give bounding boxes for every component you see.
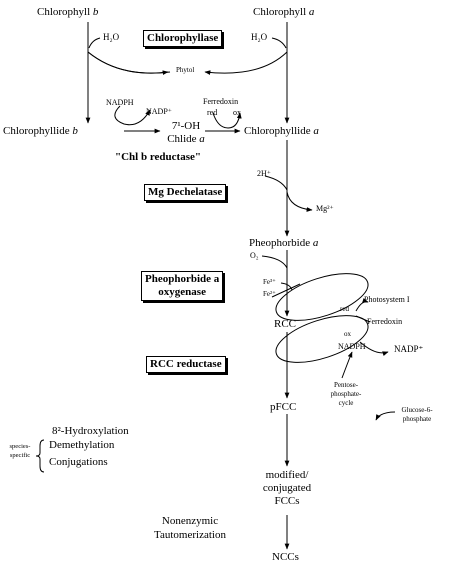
hydroxy-chlide-a-label: 7¹-OH Chlide a [167,120,205,145]
arrow-photosystem [355,298,369,312]
h2o-left-label: H₂O [103,32,120,42]
enzyme-chlorophyllase: Chlorophyllase [143,30,223,47]
pfcc-label: pFCC [270,401,297,413]
arrow-ferredoxin-curl [212,112,242,129]
phytol-label: Phytol [176,66,195,74]
chlorophyll-a-label: Chlorophyll a [253,6,315,18]
two-h-label: 2H⁺ [257,169,271,178]
chlorophyll-b-label: Chlorophyll b [37,6,99,18]
arrow-o2-in [261,255,288,269]
nonenzymic-tautomerization-label: Nonenzymic Tautomerization [154,515,226,541]
arrow-phytol-release-right [204,51,288,75]
arrow-fe-cycle [280,282,293,291]
modified-conjugated-fccs-label: modified/ conjugated FCCs [262,469,312,507]
arrow-mg-out [286,191,313,212]
nadp-top-label: NADP⁺ [146,107,173,116]
pentose-phosphate-cycle-label: Pentose- phosphate- cycle [330,381,362,407]
nadph-right-label: NADPH [338,342,366,351]
nadp-right-label: NADP⁺ [394,344,424,354]
ferredoxin-top-label: Ferredoxin [203,97,239,106]
arrow-g6p [375,411,396,421]
demethylation-label: Demethylation [49,439,115,451]
red-top-label: red [207,108,218,117]
arrow-2h-in [264,175,288,191]
pheophorbide-a-label: Pheophorbide a [249,237,319,249]
mg-label: Mg²⁺ [316,204,334,213]
arrow-nadph-curl [114,105,151,126]
enzyme-rcc-reductase: RCC reductase [146,356,226,373]
glucose-6-phosphate-label: Glucose-6- phosphate [401,406,433,423]
nadph-top-label: NADPH [106,98,134,107]
arrow-h2o-left [88,37,101,49]
red-right-label: red [340,305,349,313]
fe2-label: Fe²⁺ [263,290,276,298]
ox-right-label: ox [344,330,351,338]
arrow-h2o-right [271,37,287,49]
h2o-right-label: H₂O [251,32,268,42]
species-brace [35,439,45,473]
nccs-label: NCCs [272,551,299,563]
o2-label: O₂ [250,251,259,260]
arrow-ferredoxin [355,315,371,323]
arrow-ppp [341,351,353,379]
enzyme-chl-b-reductase: "Chl b reductase" [115,151,201,163]
enzyme-mg-dechelatase: Mg Dechelatase [144,184,227,201]
electron-loop-upper [275,273,369,321]
ferredoxin-right-label: Ferredoxin [367,317,403,326]
hydroxylation-label: 8²-Hydroxylation [52,425,129,437]
fe3-label: Fe³⁺ [263,278,276,286]
photosystem-label: Photosystem I [364,295,410,304]
species-specific-label: species- specific [9,443,31,459]
chlorophyllide-a-label: Chlorophyllide a [244,125,319,137]
electron-loop-lower [275,315,369,363]
ox-top-label: ox [233,108,241,117]
conjugations-label: Conjugations [49,456,108,468]
rcc-label: RCC [274,318,297,330]
arrow-phytol-release [87,51,171,74]
arrow-nadph [359,341,389,356]
enzyme-pheophorbide-a-oxygenase: Pheophorbide a oxygenase [141,271,224,301]
chlorophyllide-b-label: Chlorophyllide b [3,125,78,137]
